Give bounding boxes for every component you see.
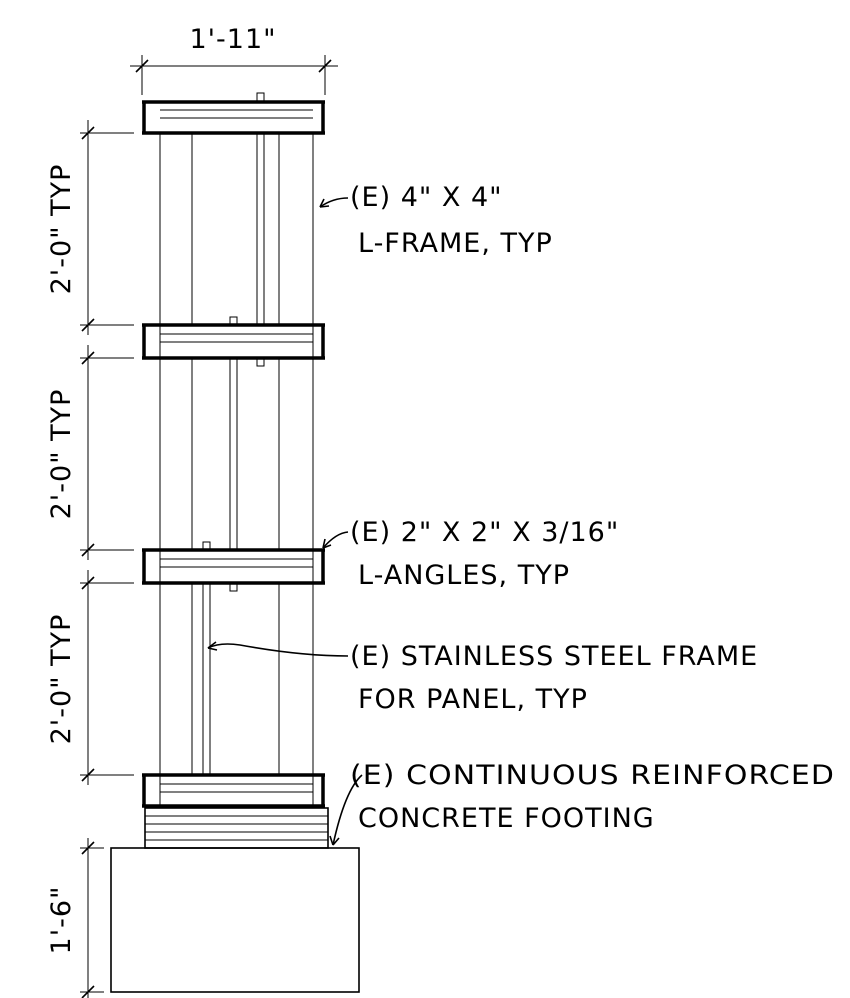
concrete-footing [110, 847, 360, 993]
leader-footing [329, 774, 363, 846]
width-dimension-label: 1'-11" [189, 24, 276, 55]
callout-ss-frame: (E) STAINLESS STEEL FRAME FOR PANEL, TYP [350, 641, 758, 715]
vertical-dimension-footing: 1'-6" [46, 838, 104, 998]
spacing-label-3: 2'-0" TYP [46, 614, 77, 745]
callout-l-angles-line1: (E) 2" X 2" X 3/16" [350, 517, 619, 548]
callout-l-angles: (E) 2" X 2" X 3/16" L-ANGLES, TYP [350, 517, 619, 591]
callout-footing-line2: CONCRETE FOOTING [358, 803, 655, 834]
base-curb [144, 807, 329, 849]
footing-height-label: 1'-6" [46, 886, 77, 955]
vertical-dimension-1: 2'-0" TYP [46, 120, 134, 335]
leader-ss-frame [207, 641, 349, 657]
spacing-label-1: 2'-0" TYP [46, 164, 77, 295]
callout-ss-frame-line2: FOR PANEL, TYP [358, 684, 588, 715]
vertical-dimension-3: 2'-0" TYP [46, 570, 134, 785]
callout-ss-frame-line1: (E) STAINLESS STEEL FRAME [350, 641, 758, 672]
vertical-dimension-2: 2'-0" TYP [46, 345, 134, 560]
stainless-steel-frames [202, 133, 265, 775]
l-frame-posts [159, 133, 314, 806]
l-angle-band-2 [142, 316, 325, 367]
leader-l-angles [322, 531, 349, 549]
callout-l-frame-line2: L-FRAME, TYP [358, 228, 553, 259]
callout-l-frame-line1: (E) 4" X 4" [350, 182, 503, 213]
spacing-label-2: 2'-0" TYP [46, 389, 77, 520]
width-dimension: 1'-11" [130, 24, 338, 95]
l-angle-band-1 [142, 92, 325, 135]
callout-l-frame: (E) 4" X 4" L-FRAME, TYP [350, 182, 553, 259]
callout-l-angles-line2: L-ANGLES, TYP [358, 560, 570, 591]
callout-footing: (E) CONTINUOUS REINFORCED CONCRETE FOOTI… [350, 760, 835, 834]
leader-l-frame [319, 197, 349, 208]
l-angle-band-3 [142, 541, 325, 592]
callout-footing-line1: (E) CONTINUOUS REINFORCED [350, 760, 835, 791]
l-angle-band-4 [142, 773, 325, 808]
